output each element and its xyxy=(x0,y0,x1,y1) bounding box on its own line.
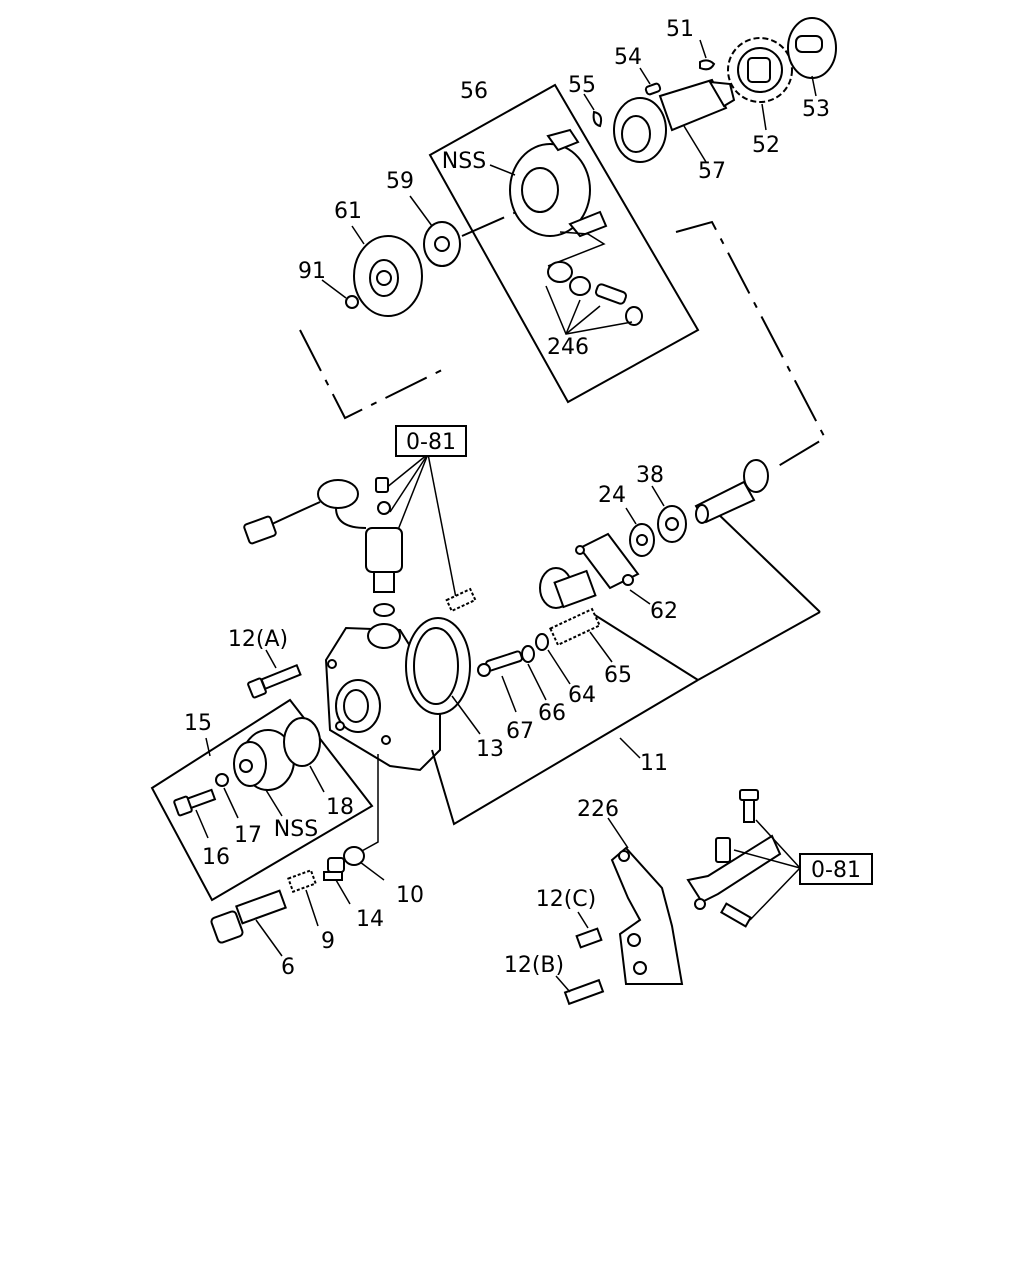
part-10-washer xyxy=(343,846,365,866)
part-solenoid-valve xyxy=(365,477,403,617)
callout-18: 18 xyxy=(326,795,354,820)
ref-label-bottom: 0-81 xyxy=(811,858,861,883)
callout-55: 55 xyxy=(568,73,596,98)
callout-65: 65 xyxy=(604,663,632,688)
part-12c-bolt xyxy=(575,927,603,949)
part-17-washer xyxy=(215,773,229,787)
group-56-frame xyxy=(428,83,700,404)
ref-box-top xyxy=(395,425,467,457)
callout-52: 52 xyxy=(752,133,780,158)
ref-0-81-leaders-bottom xyxy=(733,819,801,921)
callout-56: 56 xyxy=(460,79,488,104)
callout-10: 10 xyxy=(396,883,424,908)
callout-67: 67 xyxy=(506,719,534,744)
part-12b-bolt xyxy=(563,978,605,1006)
callout-17: 17 xyxy=(234,823,262,848)
part-16-bolt xyxy=(173,788,217,839)
callout-61: 61 xyxy=(334,199,362,224)
part-226-bracket xyxy=(607,817,782,985)
part-55-clip xyxy=(592,110,603,128)
part-bolt-mid-bracket xyxy=(715,837,731,863)
callout-64: 64 xyxy=(568,683,596,708)
callout-59: 59 xyxy=(386,169,414,194)
part-shaft xyxy=(694,459,769,524)
part-18-o-ring xyxy=(283,717,321,767)
part-14-valve xyxy=(323,857,351,905)
part-91-washer xyxy=(345,295,359,309)
callout-6: 6 xyxy=(281,955,295,980)
part-65-spring xyxy=(549,607,601,647)
part-bolt-low-bracket xyxy=(720,902,752,928)
callout-nss-cap: NSS xyxy=(274,817,318,842)
callout-38: 38 xyxy=(636,463,664,488)
ref-label-top: 0-81 xyxy=(406,430,456,455)
group-11-frame xyxy=(431,679,699,826)
part-61-plate xyxy=(351,225,423,317)
part-54-pin xyxy=(644,82,662,96)
part-57-drive-shaft xyxy=(613,78,736,163)
callout-12a: 12(A) xyxy=(228,627,288,652)
part-bolt-top-bracket xyxy=(743,797,755,823)
callout-16: 16 xyxy=(202,845,230,870)
group-15-frame xyxy=(150,698,374,902)
callout-11: 11 xyxy=(640,751,668,776)
part-15-cap xyxy=(233,729,295,817)
callout-246: 246 xyxy=(547,335,589,360)
callout-91: 91 xyxy=(298,259,326,284)
callout-14: 14 xyxy=(356,907,384,932)
ref-box-bottom xyxy=(799,853,873,885)
part-246-bushing-set xyxy=(545,261,643,335)
part-plunger-assembly xyxy=(477,567,613,713)
callout-66: 66 xyxy=(538,701,566,726)
callout-9: 9 xyxy=(321,929,335,954)
callout-12c: 12(C) xyxy=(536,887,597,912)
part-pump-body xyxy=(324,617,471,772)
part-6-fitting xyxy=(210,889,287,957)
part-62-gasket xyxy=(575,532,651,605)
callout-53: 53 xyxy=(802,97,830,122)
link-line-upper-left xyxy=(299,329,447,420)
callout-15: 15 xyxy=(184,711,212,736)
callout-13: 13 xyxy=(476,737,504,762)
part-governor-nss xyxy=(489,128,608,267)
part-66-ring xyxy=(521,645,535,663)
part-53-washer xyxy=(787,17,837,97)
callout-24: 24 xyxy=(598,483,626,508)
part-9-spring xyxy=(287,869,317,893)
callout-12b: 12(B) xyxy=(504,953,564,978)
link-line-right xyxy=(675,220,827,469)
part-64-ring xyxy=(535,633,549,651)
part-12a-bolt xyxy=(247,649,302,699)
part-sensor-connector xyxy=(243,479,367,545)
callout-62: 62 xyxy=(650,599,678,624)
callout-57: 57 xyxy=(698,159,726,184)
part-67-pin xyxy=(485,650,523,672)
callout-54: 54 xyxy=(614,45,642,70)
part-51-key xyxy=(699,59,716,71)
part-59-flyweight-holder xyxy=(409,195,461,267)
callout-51: 51 xyxy=(666,17,694,42)
callout-226: 226 xyxy=(577,797,619,822)
part-solenoid-spring xyxy=(445,587,477,613)
callout-nss-governor: NSS xyxy=(442,149,486,174)
part-52-gear xyxy=(727,37,793,131)
ref-0-81-leaders-top xyxy=(385,453,457,599)
